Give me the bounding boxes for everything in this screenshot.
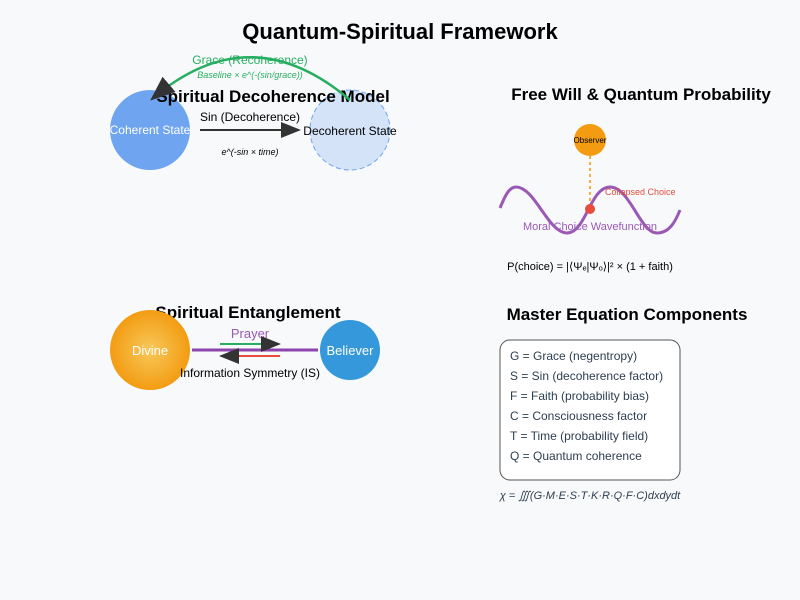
divine-label: Divine: [132, 343, 168, 358]
entanglement-title: Spiritual Entanglement: [155, 303, 340, 322]
grace-arrow: [150, 56, 351, 101]
collapse-point: [585, 204, 595, 214]
observer-circle: [574, 124, 606, 156]
master-equation: χ = ∭(G·M·E·S·T·K·R·Q·F·C)dxdydt: [499, 490, 681, 502]
believer-label: Believer: [327, 343, 375, 358]
free-will-section: Free Will & Quantum Probability Observer…: [498, 85, 771, 273]
entanglement-section: Spiritual Entanglement Divine Believer P…: [110, 303, 380, 390]
decoherent-state-label: Decoherent State: [303, 124, 397, 138]
observer-label: Observer: [574, 136, 607, 145]
component-item: G = Grace (negentropy): [510, 349, 637, 363]
master-title: Master Equation Components: [507, 305, 748, 324]
wavefunction-label: Moral Choice Wavefunction: [523, 221, 657, 233]
prayer-label: Prayer: [231, 326, 270, 341]
component-item: T = Time (probability field): [510, 429, 648, 443]
probability-formula: P(choice) = |⟨Ψₑ|Ψₒ⟩|² × (1 + faith): [507, 261, 673, 273]
sin-formula: e^(-sin × time): [222, 147, 279, 157]
believer-circle: [320, 320, 380, 380]
sin-label: Sin (Decoherence): [200, 110, 300, 124]
components-box: [499, 339, 681, 481]
decoherent-state-circle: [309, 89, 391, 171]
collapsed-choice-label: Collapsed Choice: [605, 187, 676, 197]
coherent-state-circle: [110, 90, 190, 170]
component-item: S = Sin (decoherence factor): [510, 369, 663, 383]
decoherence-title: Spiritual Decoherence Model: [156, 87, 389, 106]
grace-label: Grace (Recoherence): [192, 53, 307, 67]
master-equation-section: Master Equation Components G = Grace (ne…: [499, 305, 748, 502]
grace-formula: Baseline × e^(-(sin/grace)): [197, 70, 303, 80]
main-title: Quantum-Spiritual Framework: [242, 19, 558, 44]
component-item: C = Consciousness factor: [510, 409, 647, 423]
divine-circle: [110, 310, 190, 390]
component-item: Q = Quantum coherence: [510, 449, 642, 463]
decoherence-section: Spiritual Decoherence Model Grace (Recoh…: [110, 53, 397, 171]
component-item: F = Faith (probability bias): [510, 389, 649, 403]
free-will-title: Free Will & Quantum Probability: [511, 85, 771, 104]
coherent-state-label: Coherent State: [110, 123, 191, 137]
information-symmetry-label: Information Symmetry (IS): [180, 366, 320, 380]
